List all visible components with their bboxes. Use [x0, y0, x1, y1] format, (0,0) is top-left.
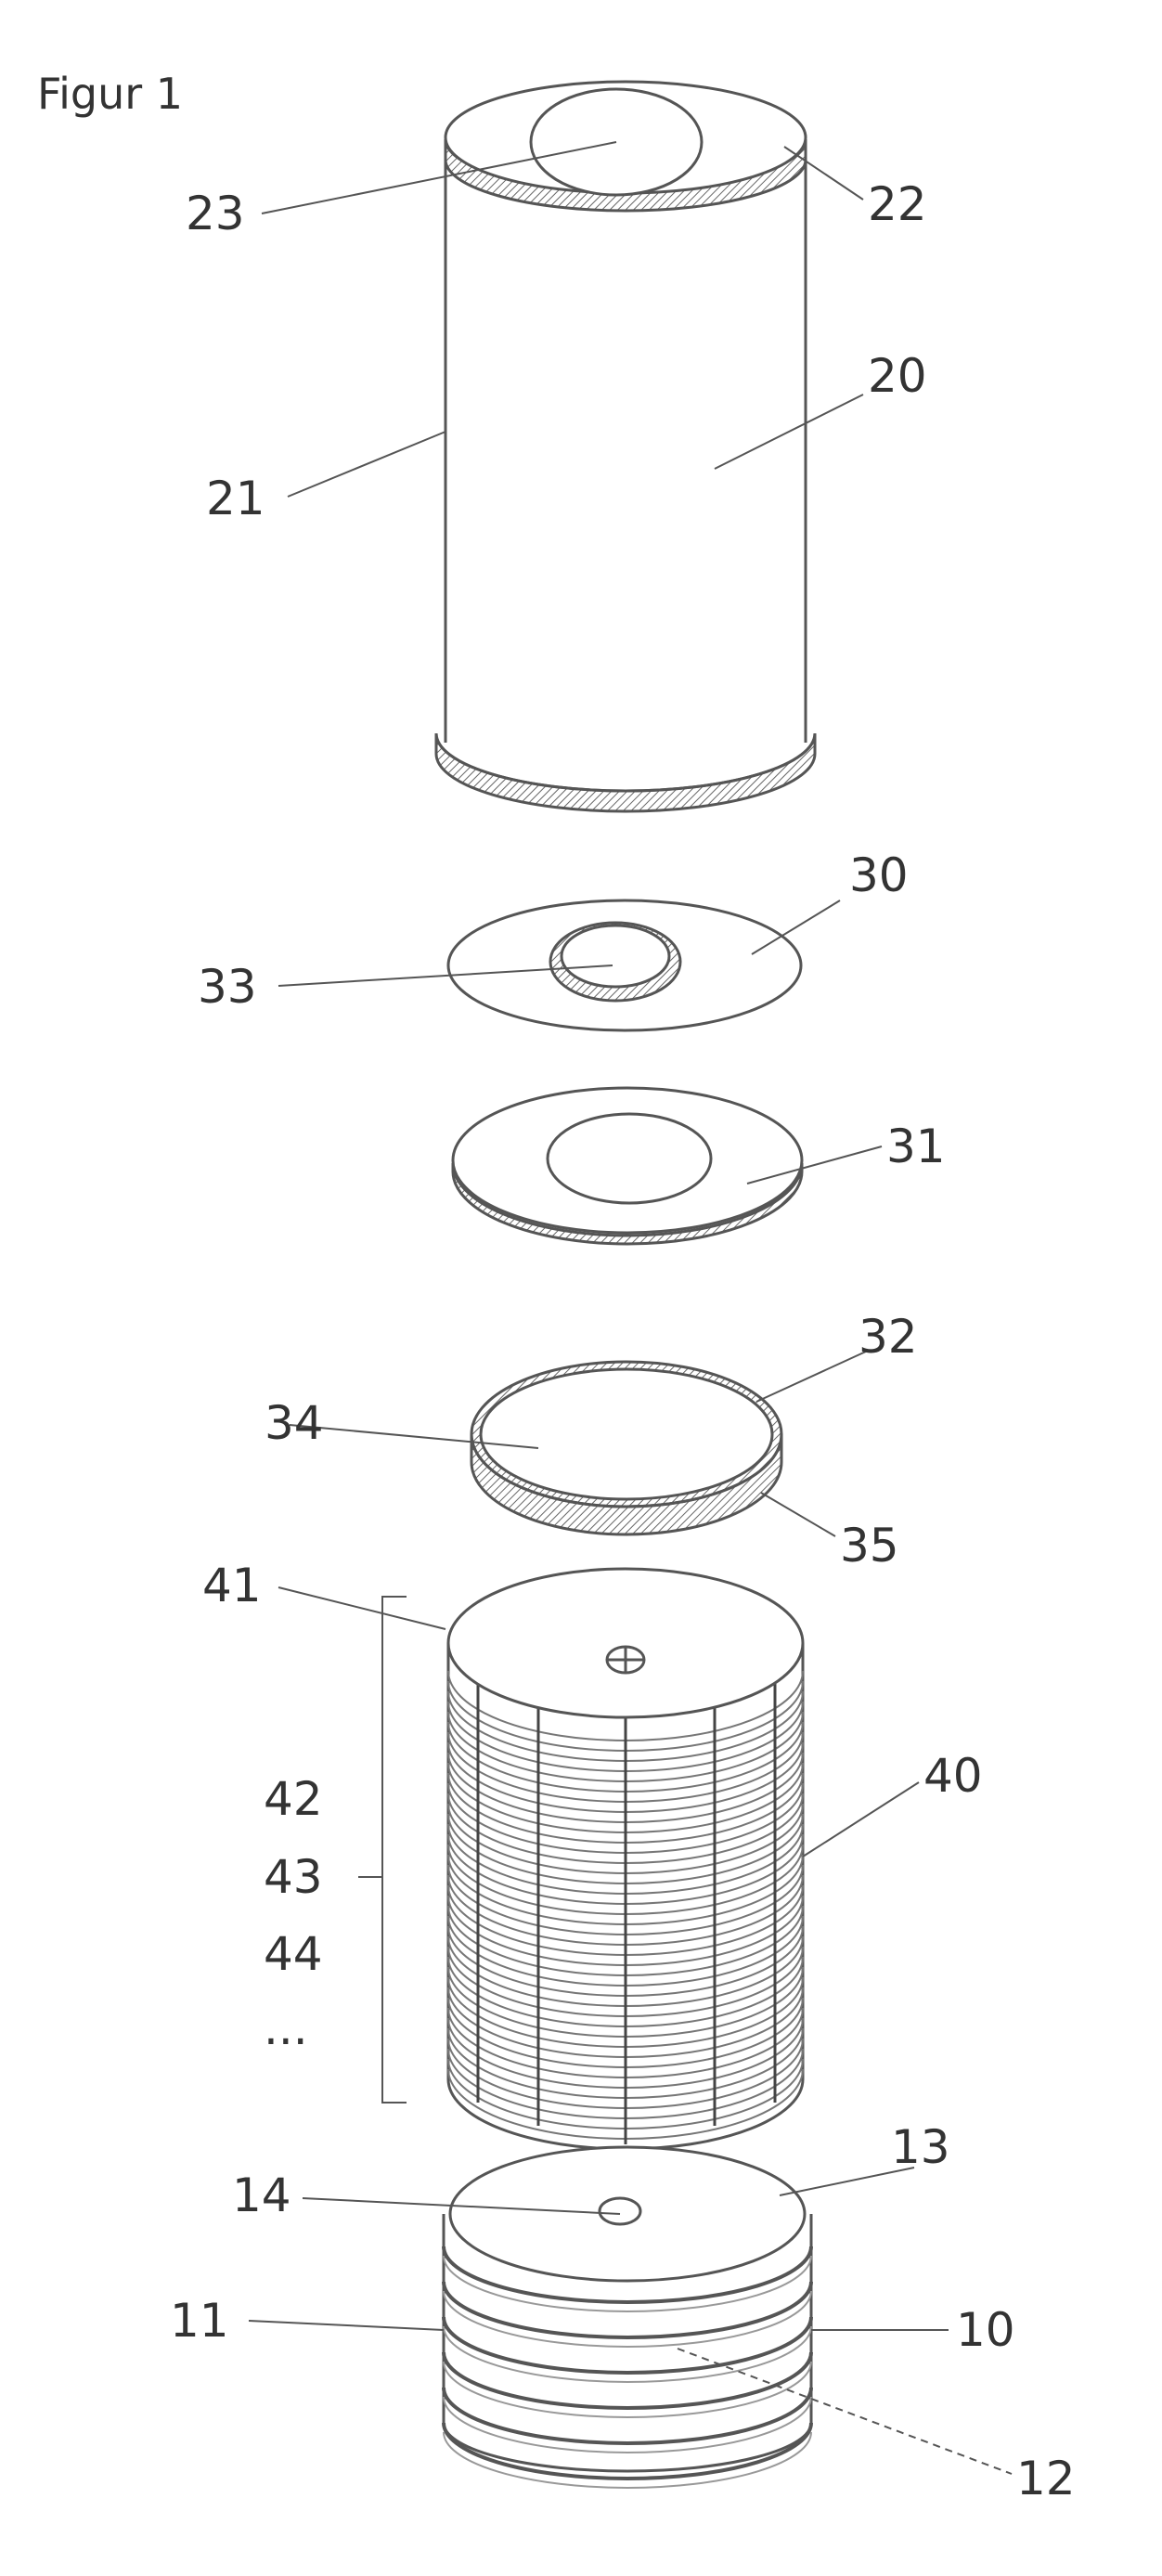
leader-lines — [248, 141, 1013, 2475]
leader-11 — [248, 2320, 445, 2331]
leader-34 — [289, 1424, 539, 1449]
leader-40 — [802, 1781, 920, 1858]
base-thread-shade — [443, 2255, 812, 2312]
label-31: 31 — [886, 1120, 946, 1173]
washer-31 — [451, 1086, 804, 1246]
ring-cap-surface-34 — [479, 1367, 774, 1501]
label-34: 34 — [265, 1396, 324, 1450]
leader-32 — [755, 1350, 869, 1403]
figure-title: Figur 1 — [37, 69, 184, 119]
base-thread — [442, 2387, 813, 2445]
leader-31 — [746, 1146, 883, 1184]
base-thread — [442, 2281, 813, 2339]
ring-cap-32 — [470, 1360, 783, 1536]
label-40: 40 — [923, 1749, 983, 1803]
base-thread — [442, 2316, 813, 2375]
base-thread-shade — [443, 2325, 812, 2383]
washer-31-inner — [546, 1112, 713, 1205]
housing-20 — [434, 80, 817, 813]
base-hole-14 — [598, 2196, 642, 2226]
leader-13 — [779, 2167, 915, 2196]
label-21: 21 — [206, 472, 265, 525]
base-thread-shade — [443, 2431, 812, 2489]
base-10 — [442, 2145, 813, 2489]
label-13: 13 — [891, 2120, 950, 2174]
label-33: 33 — [198, 960, 257, 1014]
label-44: 44 — [264, 1927, 323, 1981]
washer-31-edge — [451, 1162, 804, 1246]
leader-14 — [302, 2197, 621, 2215]
label-30: 30 — [849, 848, 909, 902]
leader-23 — [261, 141, 617, 214]
housing-bottom-rim — [434, 732, 817, 813]
group-bracket — [381, 1596, 407, 2104]
leader-20 — [714, 394, 864, 470]
leader-30 — [751, 900, 841, 955]
label-10: 10 — [956, 2303, 1015, 2357]
leader-35 — [760, 1492, 836, 1537]
filter-top-disc-41 — [446, 1567, 805, 1719]
label-41: 41 — [202, 1559, 262, 1612]
base-thread-shade — [443, 2290, 812, 2348]
disc-30-center-33 — [560, 924, 671, 989]
label-ellipsis: ... — [264, 2001, 308, 2055]
leader-41 — [278, 1586, 446, 1630]
filter-stack-40 — [446, 1567, 805, 2151]
label-14: 14 — [232, 2168, 291, 2222]
base-thread — [442, 2422, 813, 2480]
base-thread-lines — [442, 2246, 813, 2489]
base-thread-shade — [443, 2396, 812, 2453]
leader-22 — [783, 146, 864, 201]
housing-bottom-edge — [434, 732, 817, 793]
label-11: 11 — [170, 2294, 229, 2348]
base-thread-shade — [443, 2361, 812, 2418]
base-thread — [442, 2246, 813, 2304]
leader-33 — [278, 964, 613, 987]
base-thread — [442, 2351, 813, 2410]
disc-30 — [446, 899, 803, 1032]
label-23: 23 — [186, 187, 245, 240]
label-43: 43 — [264, 1850, 323, 1904]
label-22: 22 — [868, 177, 927, 231]
base-body — [442, 2214, 813, 2473]
label-35: 35 — [840, 1519, 899, 1573]
label-42: 42 — [264, 1772, 323, 1826]
label-32: 32 — [859, 1310, 918, 1364]
leader-21 — [287, 431, 446, 498]
label-20: 20 — [868, 349, 927, 403]
label-12: 12 — [1016, 2452, 1076, 2505]
